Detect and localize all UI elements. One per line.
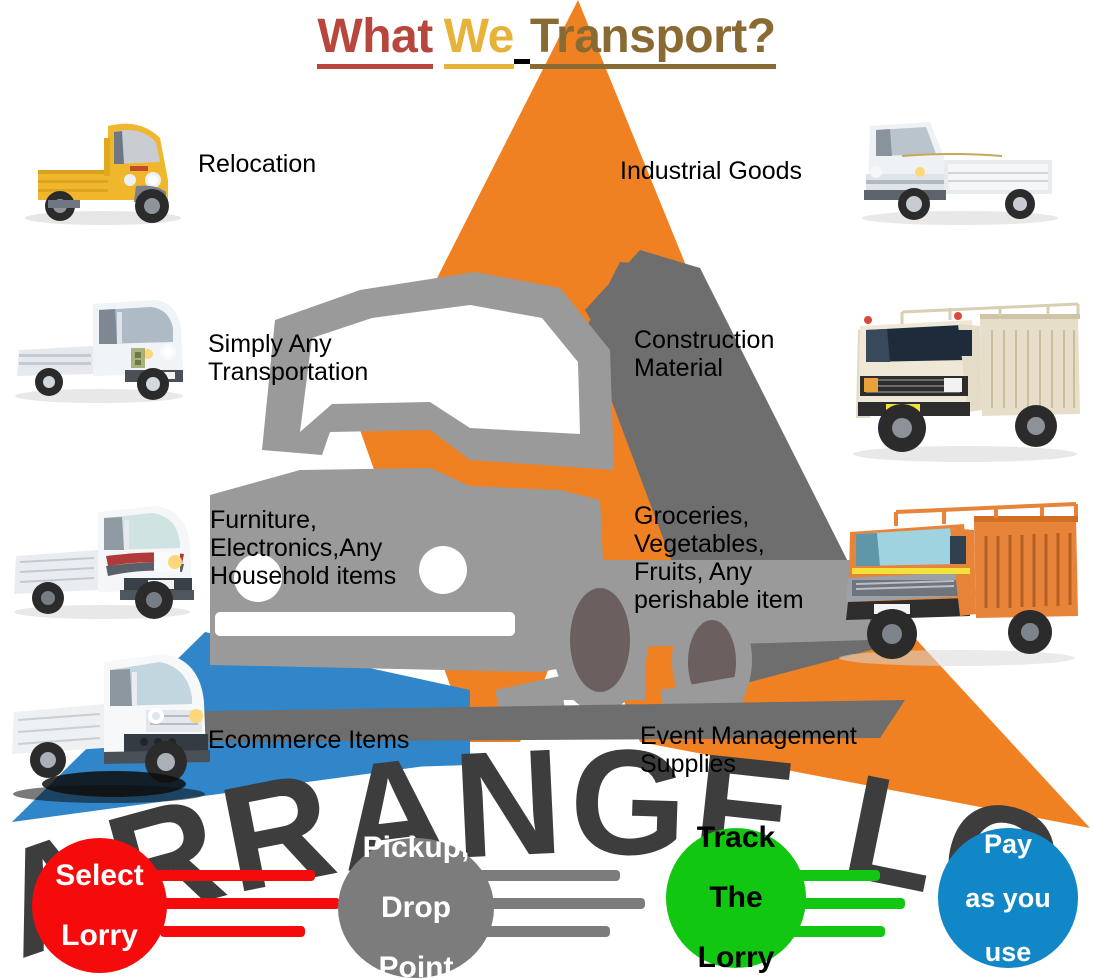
step-pay-line2: as you: [965, 882, 1051, 913]
vehicle-orange-slatted-lorry: [839, 502, 1078, 666]
step-track-line2: The: [709, 881, 763, 914]
step-badge-select-lorry[interactable]: Select Lorry: [32, 838, 167, 973]
label-ecommerce-items: Ecommerce Items: [208, 726, 410, 754]
vehicle-white-ace-zip-mini-truck: [15, 300, 183, 403]
vehicle-beige-slatted-lorry: [853, 302, 1080, 462]
step-badge-pickup-drop-point[interactable]: Pickup, Drop Point: [338, 833, 494, 978]
streak-select-2: [150, 898, 340, 909]
lorry-silhouette-chassis: [600, 560, 870, 648]
step-pickup-line3: Point: [378, 951, 454, 978]
lorry-silhouette-bumper-slot: [215, 612, 515, 636]
label-construction-material: Construction Material: [634, 326, 775, 382]
step-pay-line3: use: [984, 936, 1032, 967]
step-badge-pay-as-you-use[interactable]: Pay as you use: [938, 828, 1078, 968]
lorry-silhouette-mudflap-front: [495, 676, 565, 712]
label-relocation: Relocation: [198, 150, 317, 178]
label-simply-any-transportation: Simply Any Transportation: [208, 330, 369, 386]
lorry-silhouette-ground-shadow: [155, 700, 905, 742]
step-pay-line1: Pay: [983, 828, 1033, 859]
streak-track-3: [785, 926, 885, 937]
step-pickup-line2: Drop: [380, 891, 451, 924]
streak-pickup-3: [465, 926, 610, 937]
vehicle-white-407-truck: [14, 506, 194, 619]
step-badge-track-the-lorry[interactable]: Track The Lorry: [666, 823, 806, 973]
lorry-silhouette-headlight-left: [234, 554, 282, 602]
vehicle-white-tata-ace-pickup: [12, 654, 210, 803]
step-pickup-line1: Pickup,: [362, 831, 470, 864]
streak-track-2: [790, 898, 905, 909]
step-track-line1: Track: [696, 821, 776, 854]
vehicle-yellow-three-wheeler-pickup: [25, 123, 181, 225]
streak-select-1: [150, 870, 315, 881]
step-track-line3: Lorry: [697, 941, 775, 974]
streak-track-1: [790, 870, 880, 881]
lorry-silhouette-wheel-front-hub: [570, 588, 630, 692]
label-event-management-supplies: Event Management Supplies: [640, 722, 857, 778]
streak-select-3: [160, 926, 305, 937]
label-industrial-goods: Industrial Goods: [620, 157, 803, 185]
label-furniture-electronics: Furniture, Electronics,Any Household ite…: [210, 506, 397, 590]
label-groceries-perishables: Groceries, Vegetables, Fruits, Any peris…: [634, 502, 804, 614]
vehicle-white-mini-pickup-truck: [862, 122, 1058, 225]
streak-pickup-2: [455, 898, 645, 909]
lorry-silhouette-headlight-right: [419, 546, 467, 594]
step-select-line1: Select: [55, 858, 144, 892]
lorry-silhouette-windscreen: [300, 305, 580, 434]
step-select-line2: Lorry: [61, 918, 138, 952]
streak-pickup-1: [455, 870, 620, 881]
